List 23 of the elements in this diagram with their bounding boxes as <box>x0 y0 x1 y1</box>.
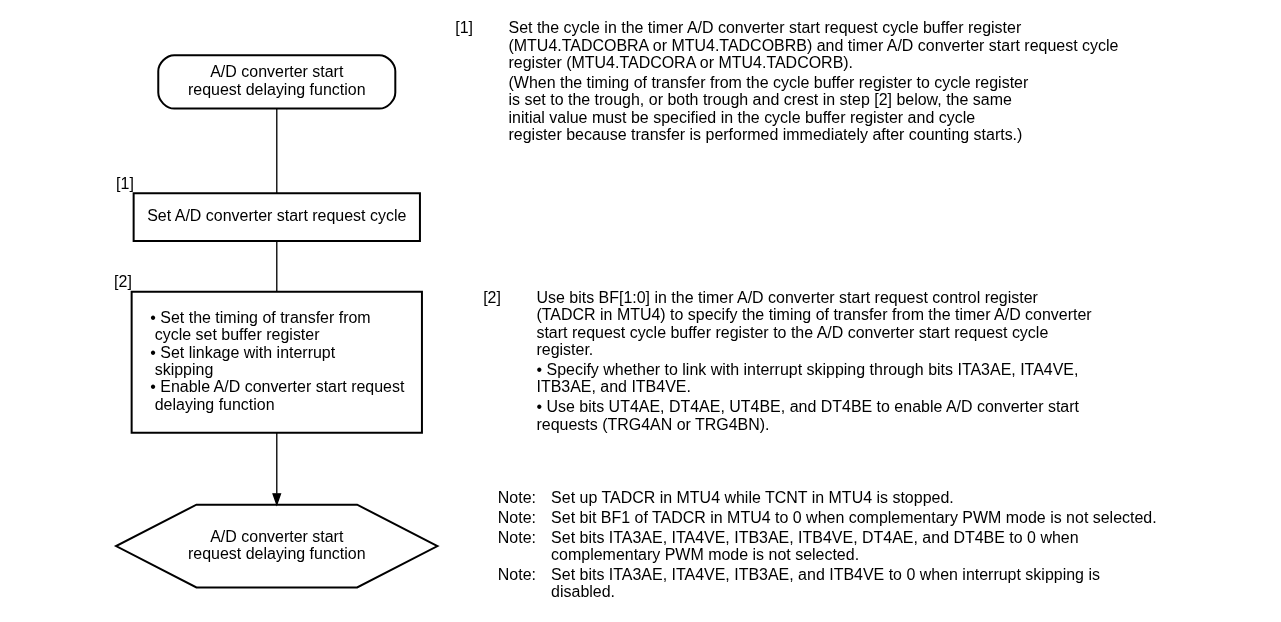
connector <box>275 108 277 194</box>
label: Set bit BF1 of TADCR in MTU4 to 0 when complementary PWM mode is not selected. <box>550 508 1157 526</box>
connector <box>275 240 277 292</box>
label: • Specify whether to link with interrupt skipping through bits ITA3AE, ITA4VE, ITB3AE, and ITB4VE. <box>535 361 1078 396</box>
arrow <box>271 432 281 507</box>
label: [1] <box>454 19 473 37</box>
label: [2] <box>482 289 501 307</box>
label: Note: <box>497 488 536 506</box>
node-box: Set A/D converter start request cycle <box>132 192 421 243</box>
label: Set up TADCR in MTU4 while TCNT in MTU4 is stopped. <box>550 488 954 506</box>
node-label: [2] <box>113 273 132 291</box>
label: Note: <box>497 508 536 526</box>
node-label: [1] <box>115 174 134 192</box>
label: Set the cycle in the timer A/D converter start request cycle buffer register (MTU4.TADCOBRA or MTU4.TADCOBRB) and timer A/D converter start request cycle register (MTU4.TADCORA or MTU4.TADCORB). <box>508 19 1118 72</box>
label: Use bits BF[1:0] in the timer A/D converter start request control register (TADCR in MTU4) to specify the timing of transfer from the timer A/D converter start request cycle buffer register to the A/D converter start request cycle register. <box>535 289 1092 359</box>
label: Note: <box>497 566 536 584</box>
label: • Use bits UT4AE, DT4AE, UT4BE, and DT4BE to enable A/D converter start requests (TRG4AN or TRG4BN). <box>535 398 1079 433</box>
node-box: • Set the timing of transfer from cycle set buffer register • Set linkage with interrupt skipping • Enable A/D converter start request delaying function <box>130 290 423 434</box>
node-box: A/D converter start request delaying function <box>156 54 396 110</box>
label: Note: <box>497 528 536 546</box>
label: Set bits ITA3AE, ITA4VE, ITB3AE, and ITB4VE to 0 when interrupt skipping is disabled. <box>550 566 1100 601</box>
label: Set bits ITA3AE, ITA4VE, ITB3AE, ITB4VE, DT4AE, and DT4BE to 0 when complementary PWM mode is not selected. <box>550 528 1079 564</box>
label: (When the timing of transfer from the cycle buffer register to cycle register is set to the trough, or both trough and crest in step [2] below, the same initial value must be specified in the cycle buffer register and cycle register because transfer is performed immediately after counting starts.) <box>508 74 1028 144</box>
